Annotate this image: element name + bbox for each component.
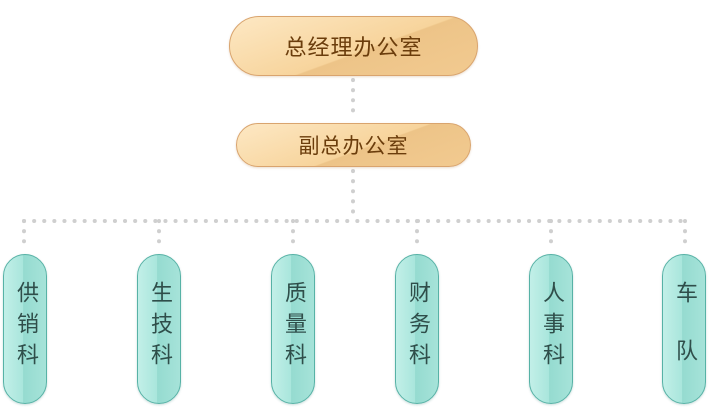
dept-node-fleet: 车队 [662,254,706,404]
dept-node-production-tech: 生技科 [137,254,181,404]
deputy-manager-office-node: 副总办公室 [236,123,471,167]
general-manager-office-label: 总经理办公室 [284,36,423,61]
dept-label-personnel: 人事科 [539,281,564,374]
dept-label-production-tech: 生技科 [147,281,172,374]
dept-label-finance: 财务科 [405,281,430,374]
dept-node-supply-sales: 供销科 [3,254,47,404]
dept-node-personnel: 人事科 [529,254,573,404]
dept-label-fleet: 车队 [672,281,697,397]
dept-label-quality: 质量科 [281,281,306,374]
deputy-manager-office-label: 副总办公室 [298,134,409,158]
dept-node-quality: 质量科 [271,254,315,404]
dept-node-finance: 财务科 [395,254,439,404]
general-manager-office-node: 总经理办公室 [229,16,478,76]
dept-label-supply-sales: 供销科 [13,281,38,374]
